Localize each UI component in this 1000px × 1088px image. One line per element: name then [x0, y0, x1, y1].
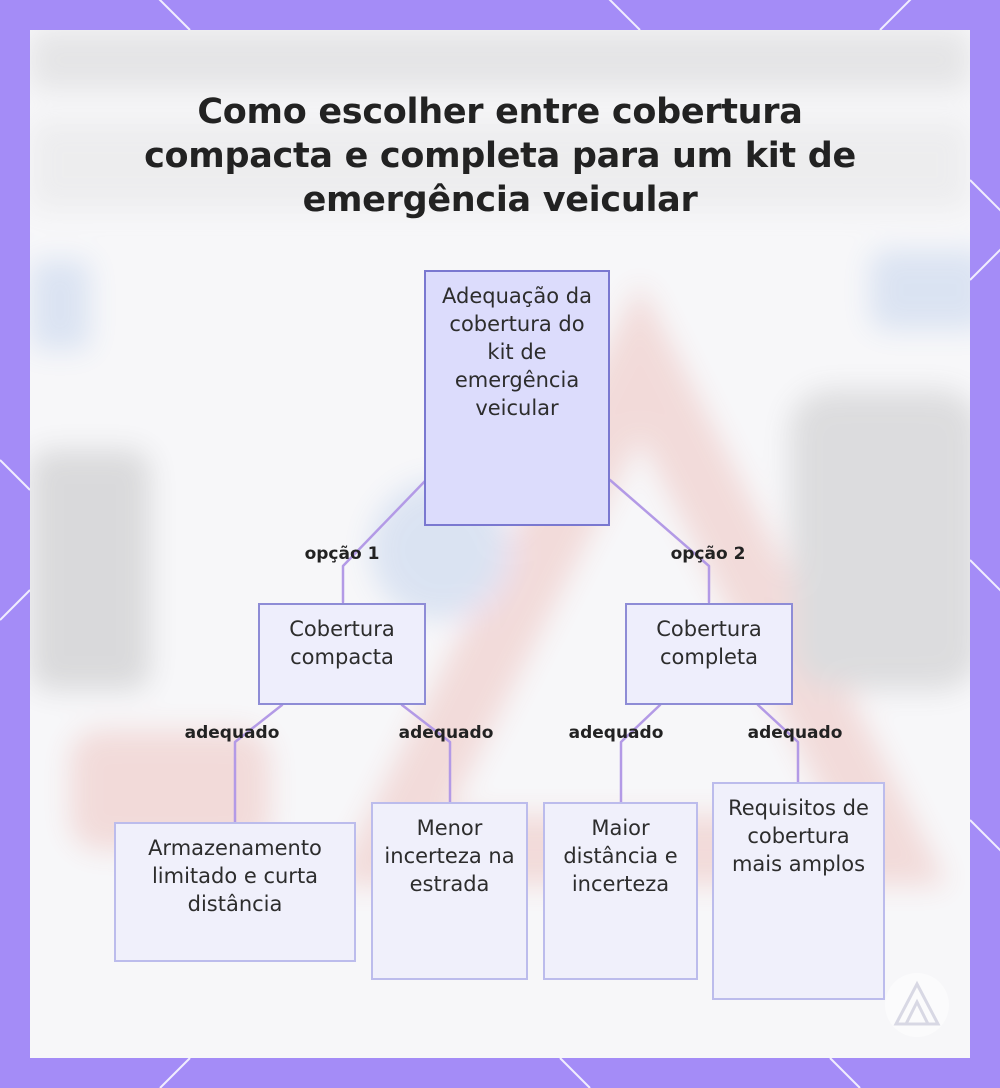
edge-root-to-compact	[341, 478, 428, 604]
node-complete-coverage: Cobertura completa	[625, 603, 793, 705]
edge-complete-to-leaf-4	[756, 703, 800, 784]
node-complete-coverage-label: Cobertura completa	[656, 617, 762, 669]
leaf-broader-requirements-label: Requisitos de cobertura mais amplos	[728, 796, 869, 876]
leaf-less-uncertainty-label: Menor incerteza na estrada	[384, 816, 515, 896]
edge-compact-to-leaf-1	[233, 703, 284, 824]
leaf-limited-storage-label: Armazenamento limitado e curta distância	[148, 836, 322, 916]
mountain-triangle-icon	[885, 973, 949, 1037]
edge-compact-to-leaf-2	[400, 703, 452, 804]
root-node-label: Adequação da cobertura do kit de emergên…	[442, 284, 592, 420]
node-compact-coverage-label: Cobertura compacta	[289, 617, 395, 669]
edge-complete-to-leaf-3	[619, 703, 662, 804]
edge-root-to-complete	[608, 478, 711, 604]
edge-label-suitable-1: adequado	[184, 723, 280, 743]
connector-lines	[233, 478, 800, 824]
leaf-less-uncertainty: Menor incerteza na estrada	[371, 802, 528, 980]
edge-label-option-2: opção 2	[670, 544, 746, 564]
content-panel: Como escolher entre cobertura compacta e…	[30, 30, 970, 1058]
edge-label-suitable-3: adequado	[568, 723, 664, 743]
diagram-title: Como escolher entre cobertura compacta e…	[144, 92, 856, 220]
edge-label-option-1: opção 1	[304, 544, 380, 564]
node-compact-coverage: Cobertura compacta	[258, 603, 426, 705]
leaf-greater-distance-label: Maior distância e incerteza	[563, 816, 678, 896]
root-node: Adequação da cobertura do kit de emergên…	[424, 270, 610, 526]
leaf-limited-storage: Armazenamento limitado e curta distância	[114, 822, 356, 962]
edge-label-suitable-2: adequado	[398, 723, 494, 743]
leaf-greater-distance: Maior distância e incerteza	[543, 802, 698, 980]
leaf-broader-requirements: Requisitos de cobertura mais amplos	[712, 782, 885, 1000]
edge-label-suitable-4: adequado	[747, 723, 843, 743]
